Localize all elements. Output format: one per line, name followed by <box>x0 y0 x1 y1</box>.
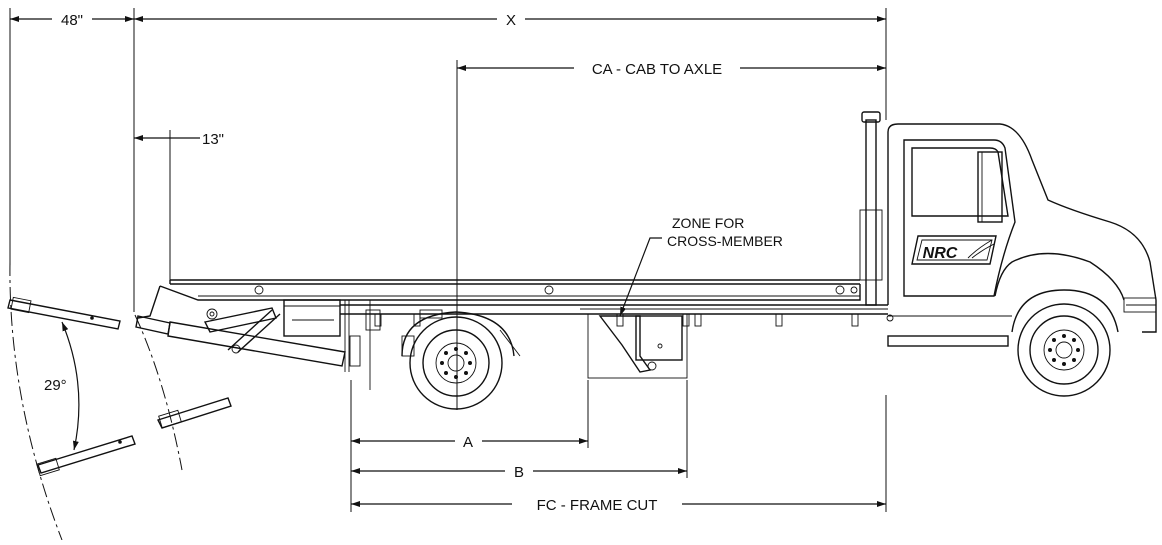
angle-indicator: 29° <box>44 321 80 451</box>
dim-48-label: 48" <box>61 12 83 29</box>
deck-position-upper <box>7 296 121 330</box>
extension-lines <box>9 8 887 512</box>
dimension-fc: FC - FRAME CUT <box>351 497 886 514</box>
dimension-13: 13" <box>134 131 224 148</box>
front-wheel <box>1017 303 1111 397</box>
dim-13-label: 13" <box>202 131 224 148</box>
dimension-48: 48" <box>10 12 134 29</box>
dim-ca-label: CA - CAB TO AXLE <box>592 61 722 78</box>
angle-label: 29° <box>44 377 67 394</box>
dimension-x: X <box>134 12 886 29</box>
flatbed <box>135 279 861 390</box>
nrc-logo: NRC <box>911 235 997 265</box>
truck-cab: NRC <box>859 111 1157 347</box>
chassis-frame <box>340 304 888 379</box>
swing-arcs <box>9 261 183 541</box>
dim-b-label: B <box>514 464 524 481</box>
front-wheel-lugs <box>1048 334 1080 366</box>
deck-position-lower <box>36 435 136 477</box>
zone-note-line2: CROSS-MEMBER <box>667 233 783 249</box>
zone-note: ZONE FOR CROSS-MEMBER <box>619 215 783 317</box>
deck-position-mid-tail <box>157 397 232 429</box>
dimension-a: A <box>351 434 588 451</box>
dimension-b: B <box>351 464 687 481</box>
rear-wheel <box>401 309 521 410</box>
dim-a-label: A <box>463 434 473 451</box>
dimension-ca: CA - CAB TO AXLE <box>457 61 886 78</box>
dim-x-label: X <box>506 12 516 29</box>
dim-fc-label: FC - FRAME CUT <box>537 497 658 514</box>
rear-wheel-lugs <box>440 347 472 379</box>
logo-text: NRC <box>923 245 958 262</box>
zone-note-line1: ZONE FOR <box>672 215 744 231</box>
